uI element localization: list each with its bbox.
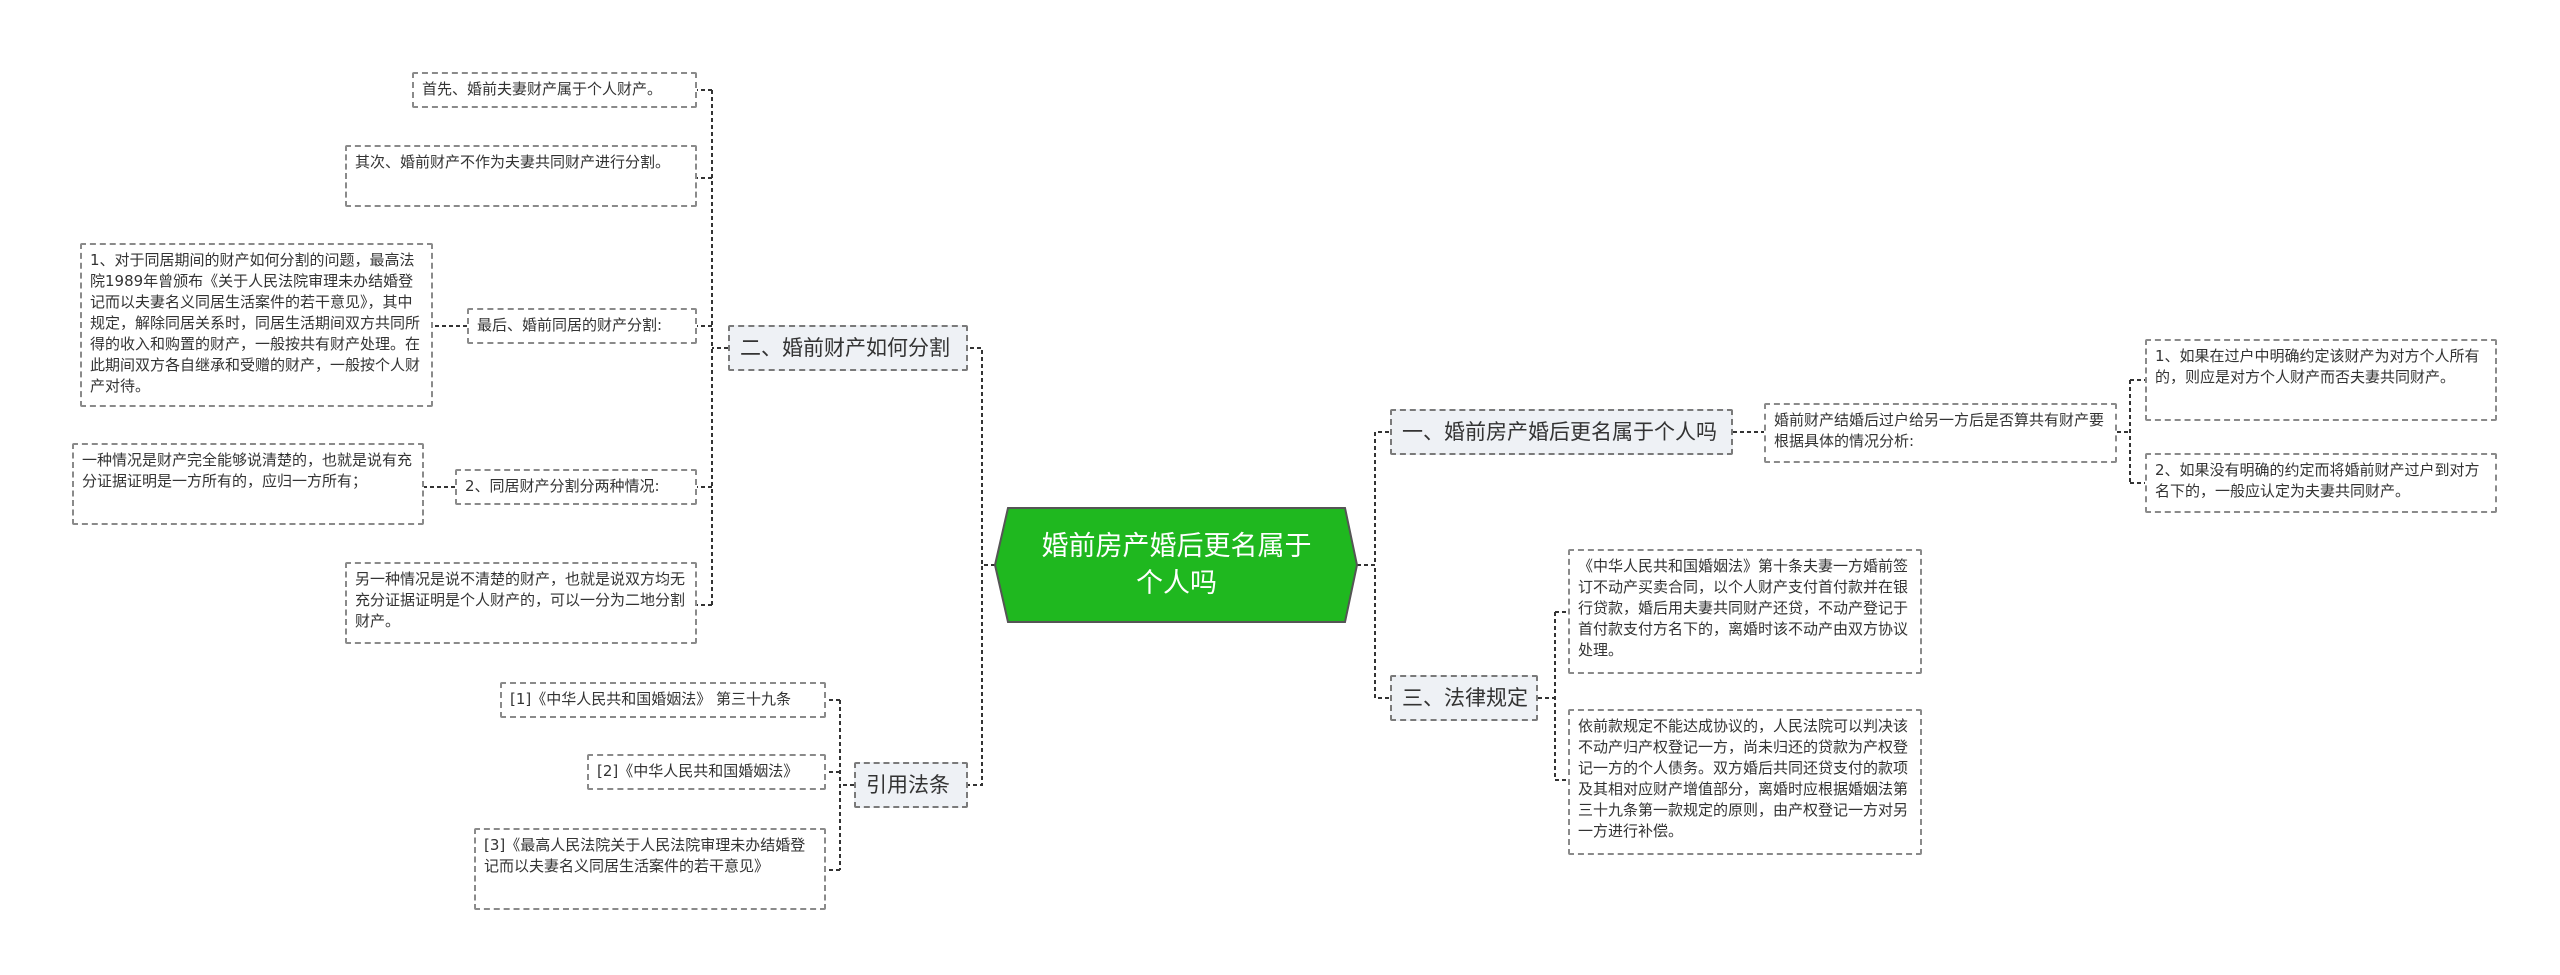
connector-citations-children — [839, 700, 854, 870]
connector-root-division — [968, 347, 995, 566]
citation-item-1[interactable]: [1]《中华人民共和国婚姻法》 第三十九条 — [500, 682, 826, 718]
question-analysis-note[interactable]: 婚前财产结婚后过户给另一方后是否算共有财产要根据具体的情况分析: — [1764, 403, 2117, 463]
question-item-2[interactable]: 2、如果没有明确的约定而将婚前财产过户到对方名下的，一般应认定为夫妻共同财产。 — [2145, 453, 2497, 513]
law-item-2[interactable]: 依前款规定不能达成协议的，人民法院可以判决该不动产归产权登记一方，尚未归还的贷款… — [1568, 709, 1922, 855]
division-cohabit-node[interactable]: 最后、婚前同居的财产分割: — [467, 308, 697, 344]
branch-law[interactable]: 三、法律规定 — [1390, 675, 1538, 721]
cohabit-detail-note[interactable]: 1、对于同居期间的财产如何分割的问题，最高法院1989年曾颁布《关于人民法院审理… — [80, 243, 433, 407]
division-first-text: 首先、婚前夫妻财产属于个人财产。 — [422, 80, 663, 98]
question-analysis-text: 婚前财产结婚后过户给另一方后是否算共有财产要根据具体的情况分析: — [1774, 411, 2105, 450]
division-second-note[interactable]: 其次、婚前财产不作为夫妻共同财产进行分割。 — [345, 145, 697, 207]
case-one-note[interactable]: 一种情况是财产完全能够说清楚的，也就是说有充分证据证明是一方所有的，应归一方所有… — [72, 443, 424, 525]
connector-root-citations — [968, 564, 995, 786]
law-item-2-text: 依前款规定不能达成协议的，人民法院可以判决该不动产归产权登记一方，尚未归还的贷款… — [1578, 717, 1909, 840]
connector-law-items — [1538, 612, 1556, 780]
root-outline — [993, 507, 1359, 623]
law-item-1-text: 《中华人民共和国婚姻法》第十条夫妻一方婚前签订不动产买卖合同，以个人财产支付首付… — [1578, 557, 1909, 659]
citation-item-2-text: [2]《中华人民共和国婚姻法》 — [597, 762, 799, 780]
branch-division-label: 二、婚前财产如何分割 — [740, 336, 950, 360]
other-case-note[interactable]: 另一种情况是说不清楚的财产，也就是说双方均无充分证据证明是个人财产的，可以一分为… — [345, 562, 697, 644]
cohabit-detail-text: 1、对于同居期间的财产如何分割的问题，最高法院1989年曾颁布《关于人民法院审理… — [90, 251, 421, 395]
question-item-2-text: 2、如果没有明确的约定而将婚前财产过户到对方名下的，一般应认定为夫妻共同财产。 — [2155, 461, 2480, 500]
question-item-1-text: 1、如果在过户中明确约定该财产为对方个人所有的，则应是对方个人财产而否夫妻共同财… — [2155, 347, 2480, 386]
citation-item-3[interactable]: [3]《最高人民法院关于人民法院审理未办结婚登记而以夫妻名义同居生活案件的若干意… — [474, 828, 826, 910]
division-first-note[interactable]: 首先、婚前夫妻财产属于个人财产。 — [412, 72, 697, 108]
question-item-1[interactable]: 1、如果在过户中明确约定该财产为对方个人所有的，则应是对方个人财产而否夫妻共同财… — [2145, 339, 2497, 421]
branch-question[interactable]: 一、婚前房产婚后更名属于个人吗 — [1390, 409, 1733, 455]
division-two-cases-label: 2、同居财产分割分两种情况: — [465, 477, 660, 495]
connector-analysis-items — [2117, 380, 2131, 483]
connector-root-question — [1357, 431, 1390, 566]
citation-item-1-text: [1]《中华人民共和国婚姻法》 第三十九条 — [510, 690, 792, 708]
division-second-text: 其次、婚前财产不作为夫妻共同财产进行分割。 — [355, 153, 671, 171]
connector-root-law — [1357, 564, 1390, 699]
connector-division-children — [711, 90, 728, 605]
branch-division[interactable]: 二、婚前财产如何分割 — [728, 325, 968, 371]
branch-law-label: 三、法律规定 — [1402, 686, 1528, 710]
branch-citations[interactable]: 引用法条 — [854, 762, 968, 808]
root-title: 婚前房产婚后更名属于个人吗 — [1041, 531, 1312, 599]
division-two-cases-node[interactable]: 2、同居财产分割分两种情况: — [455, 469, 697, 505]
case-one-text: 一种情况是财产完全能够说清楚的，也就是说有充分证据证明是一方所有的，应归一方所有… — [82, 451, 413, 490]
citation-item-3-text: [3]《最高人民法院关于人民法院审理未办结婚登记而以夫妻名义同居生活案件的若干意… — [484, 836, 806, 875]
citation-item-2[interactable]: [2]《中华人民共和国婚姻法》 — [587, 754, 826, 790]
other-case-text: 另一种情况是说不清楚的财产，也就是说双方均无充分证据证明是个人财产的，可以一分为… — [355, 570, 686, 630]
root-topic[interactable]: 婚前房产婚后更名属于个人吗 — [1010, 511, 1343, 619]
division-cohabit-label: 最后、婚前同居的财产分割: — [477, 316, 663, 334]
branch-citations-label: 引用法条 — [866, 773, 950, 797]
branch-question-label: 一、婚前房产婚后更名属于个人吗 — [1402, 420, 1717, 444]
law-item-1[interactable]: 《中华人民共和国婚姻法》第十条夫妻一方婚前签订不动产买卖合同，以个人财产支付首付… — [1568, 549, 1922, 674]
